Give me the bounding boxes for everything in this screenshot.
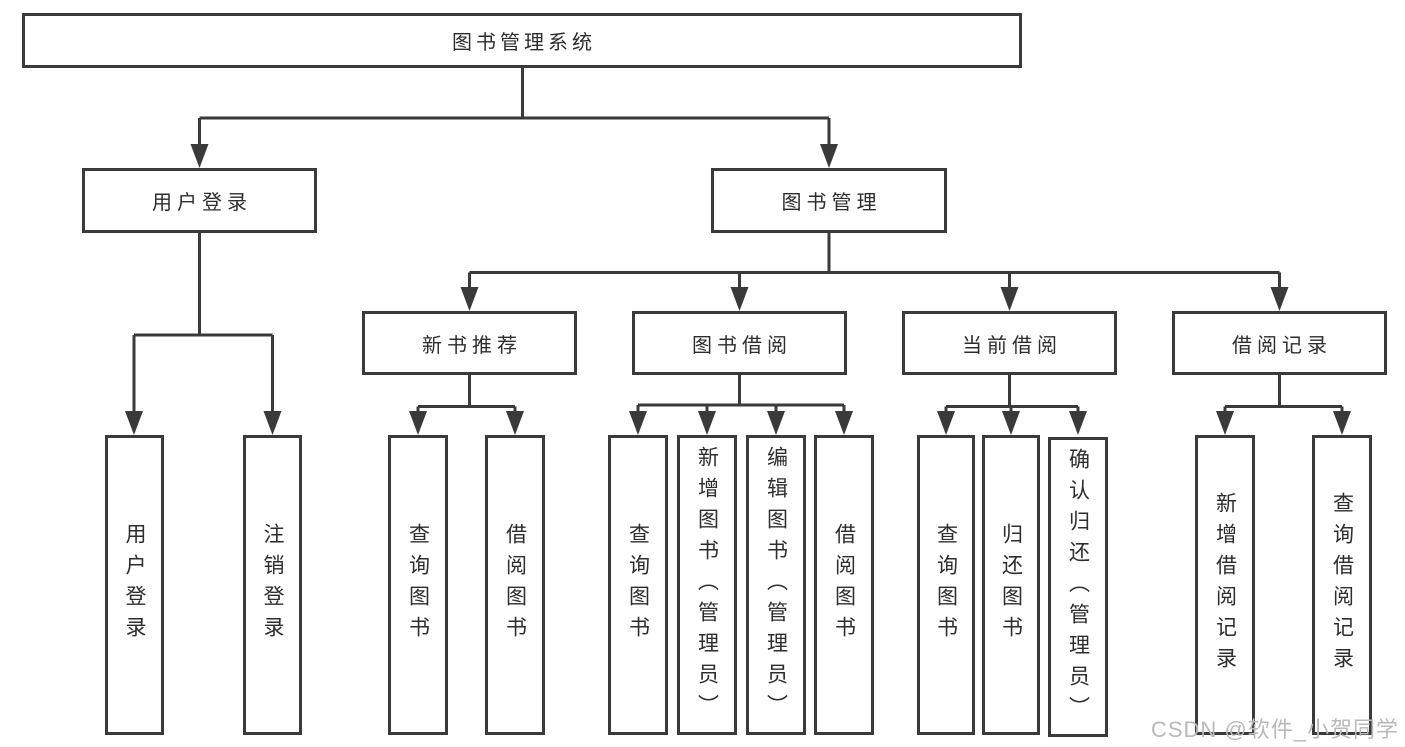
watermark: CSDN @软件_小贺同学 bbox=[1150, 717, 1399, 742]
node-book-management: 图书管理 bbox=[711, 168, 947, 233]
leaf-label: 编辑图书（管理员） bbox=[764, 445, 788, 725]
node-book-management-label: 图书管理 bbox=[781, 192, 882, 214]
leaf-add-book-admin: 新增图书（管理员） bbox=[677, 435, 737, 735]
arrowhead-icons bbox=[125, 144, 1351, 435]
leaf-query-books-borrowing: 查询图书 bbox=[608, 435, 668, 735]
leaf-label: 用户登录 bbox=[123, 523, 146, 647]
leaf-label: 归还图书 bbox=[999, 523, 1023, 647]
leaf-label: 借阅图书 bbox=[832, 523, 856, 647]
leaf-edit-book-admin: 编辑图书（管理员） bbox=[746, 435, 806, 735]
leaf-borrow-books-borrowing: 借阅图书 bbox=[814, 435, 874, 735]
node-book-borrowing: 图书借阅 bbox=[632, 311, 847, 375]
leaf-confirm-return-admin: 确认归还（管理员） bbox=[1048, 437, 1108, 737]
node-root-system: 图书管理系统 bbox=[22, 13, 1022, 68]
node-current-borrowing-label: 当前借阅 bbox=[962, 334, 1062, 357]
leaf-logout: 注销登录 bbox=[243, 435, 302, 735]
node-current-borrowing: 当前借阅 bbox=[902, 311, 1117, 375]
node-new-book-recommend-label: 新书推荐 bbox=[422, 334, 522, 357]
leaf-label: 查询借阅记录 bbox=[1330, 492, 1354, 678]
leaf-label: 查询图书 bbox=[934, 523, 958, 647]
node-book-borrowing-label: 图书借阅 bbox=[692, 334, 792, 357]
leaf-query-borrow-record: 查询借阅记录 bbox=[1312, 435, 1372, 735]
leaf-return-book: 归还图书 bbox=[982, 435, 1040, 735]
leaf-borrow-books-recommend: 借阅图书 bbox=[485, 435, 545, 735]
node-borrowing-records: 借阅记录 bbox=[1172, 311, 1387, 375]
leaf-label: 查询图书 bbox=[406, 523, 430, 647]
leaf-label: 查询图书 bbox=[626, 523, 650, 647]
leaf-query-books-current: 查询图书 bbox=[917, 435, 975, 735]
node-user-login-label: 用户登录 bbox=[152, 192, 252, 214]
leaf-label: 借阅图书 bbox=[503, 523, 527, 647]
leaf-add-borrow-record: 新增借阅记录 bbox=[1195, 435, 1255, 735]
leaf-query-books-recommend: 查询图书 bbox=[388, 435, 448, 735]
leaf-label: 确认归还（管理员） bbox=[1066, 447, 1090, 727]
leaf-label: 注销登录 bbox=[261, 523, 284, 647]
node-user-login: 用户登录 bbox=[82, 168, 317, 233]
leaf-label: 新增借阅记录 bbox=[1213, 492, 1237, 678]
node-new-book-recommend: 新书推荐 bbox=[362, 311, 577, 375]
node-borrowing-records-label: 借阅记录 bbox=[1232, 334, 1332, 357]
node-root-label: 图书管理系统 bbox=[452, 32, 596, 54]
leaf-label: 新增图书（管理员） bbox=[695, 445, 719, 725]
leaf-user-login-action: 用户登录 bbox=[105, 435, 164, 735]
